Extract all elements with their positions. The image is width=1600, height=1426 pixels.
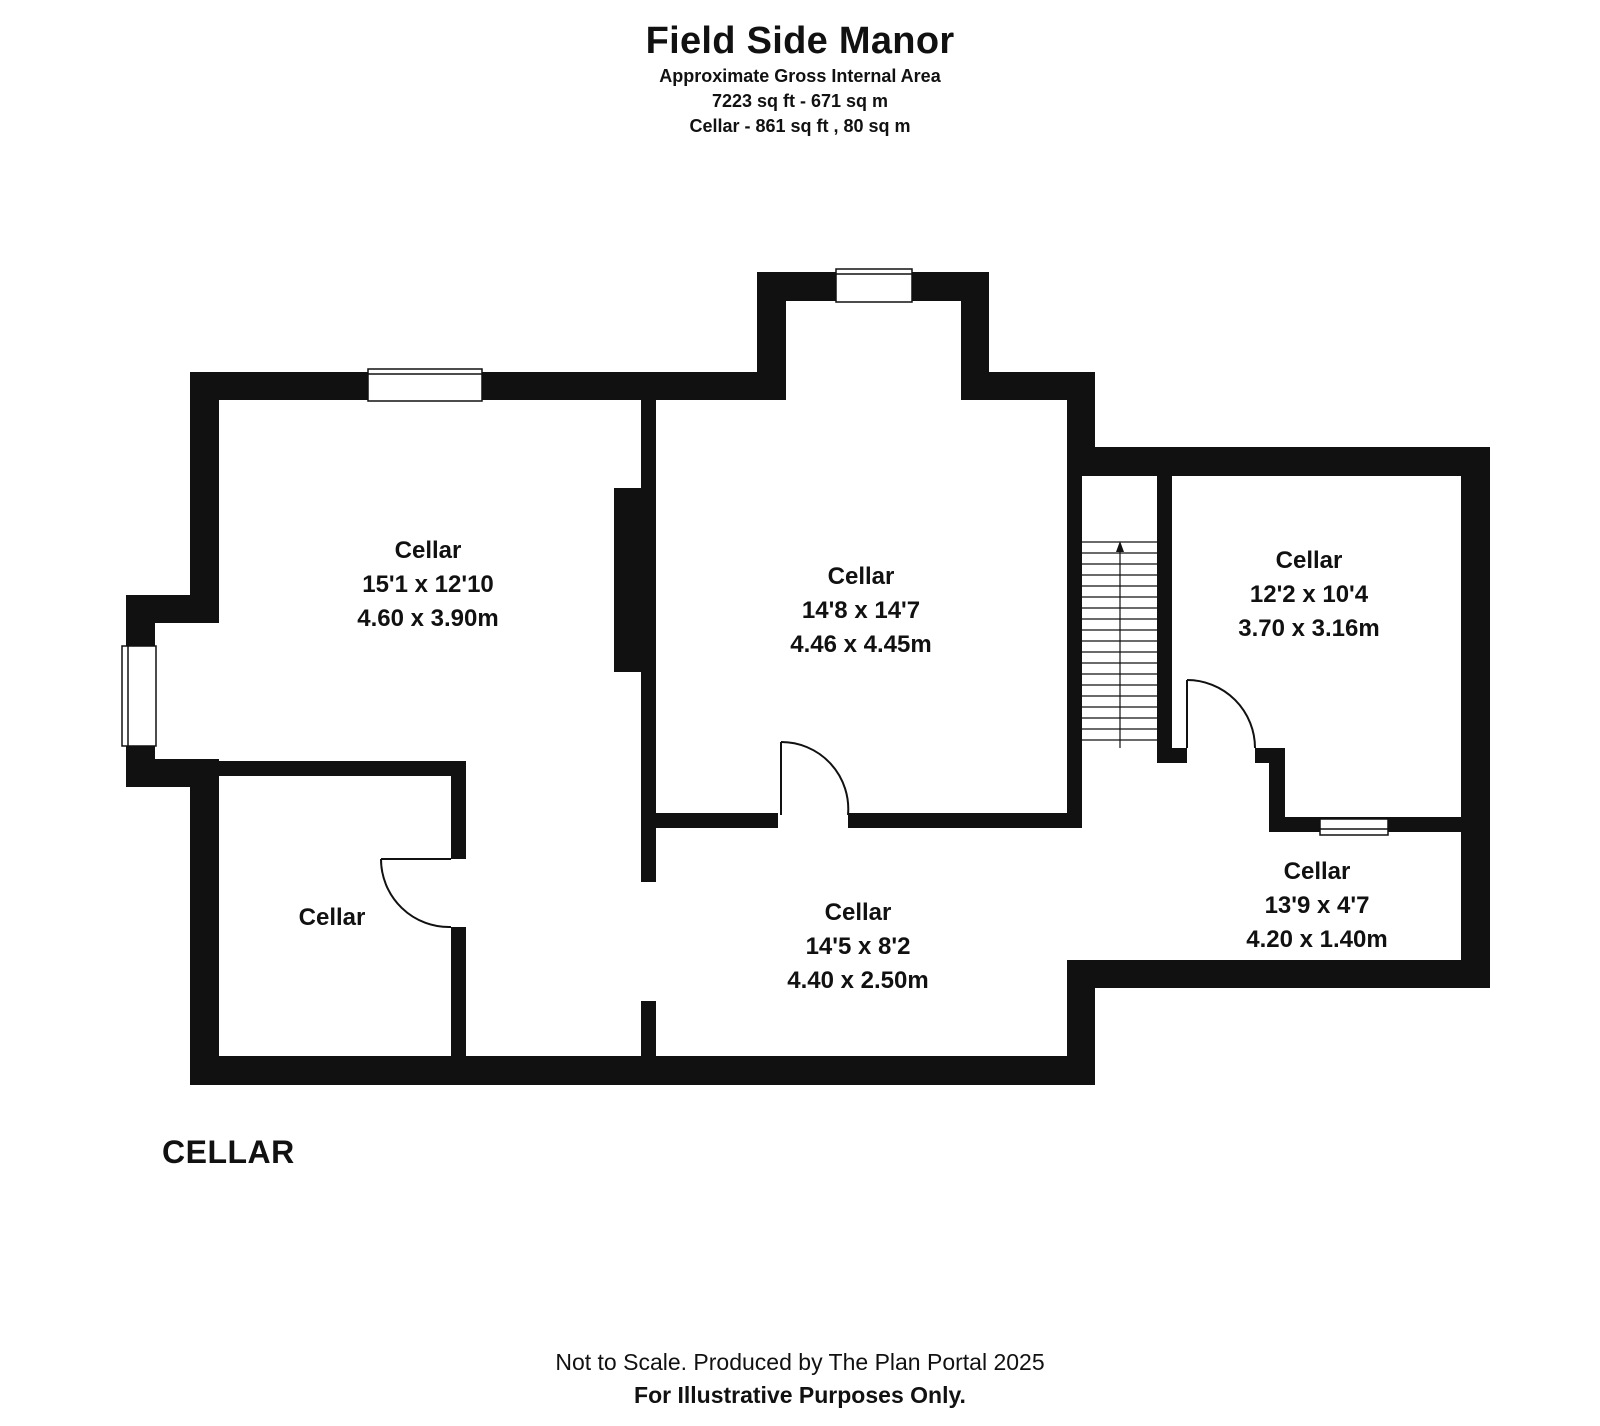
total-area: 7223 sq ft - 671 sq m [711,91,889,111]
footer-credit: Not to Scale. Produced by The Plan Porta… [555,1349,1045,1375]
room-name: Cellar [825,899,892,926]
window-north-centre [835,268,913,303]
room-size-metric: 4.20 x 1.40m [1246,926,1387,953]
cellar-area: Cellar - 861 sq ft , 80 sq m [689,116,911,136]
door-east-cellar [1186,679,1256,749]
room-cellar-centre: Cellar 14'8 x 14'7 4.46 x 4.45m [790,563,931,658]
door-centre-cellar [780,740,850,816]
staircase [1082,541,1157,748]
stair-arrow-icon [1116,541,1124,552]
room-cellar-east: Cellar 12'2 x 10'4 3.70 x 3.16m [1238,547,1379,642]
outer-walls [126,272,1490,1085]
window-inner-east [1319,818,1389,836]
plan-header: Field Side Manor Approximate Gross Inter… [0,18,1600,139]
room-size-imperial: 15'1 x 12'10 [362,571,494,598]
floor-label: CELLAR [162,1134,295,1170]
room-size-imperial: 14'5 x 8'2 [806,933,911,960]
room-name: Cellar [1284,858,1351,885]
area-heading: Approximate Gross Internal Area [659,66,941,86]
room-size-imperial: 14'8 x 14'7 [802,597,920,624]
footer-disclaimer: For Illustrative Purposes Only. [634,1382,966,1408]
property-title: Field Side Manor [645,20,955,62]
room-size-metric: 4.46 x 4.45m [790,631,931,658]
room-name: Cellar [395,537,462,564]
window-north-left [367,368,483,402]
room-size-metric: 4.60 x 3.90m [357,605,498,632]
window-west [121,645,157,747]
room-cellar-small: Cellar [299,904,366,931]
room-cellar-southeast: Cellar 13'9 x 4'7 4.20 x 1.40m [1246,858,1387,953]
room-size-imperial: 13'9 x 4'7 [1265,892,1370,919]
room-size-imperial: 12'2 x 10'4 [1250,581,1369,608]
room-name: Cellar [299,904,366,931]
door-small-cellar [380,858,452,929]
room-cellar-south: Cellar 14'5 x 8'2 4.40 x 2.50m [787,899,928,994]
room-size-metric: 4.40 x 2.50m [787,967,928,994]
plan-footer: Not to Scale. Produced by The Plan Porta… [0,1346,1600,1412]
room-name: Cellar [1276,547,1343,574]
room-size-metric: 3.70 x 3.16m [1238,615,1379,642]
room-cellar-west: Cellar 15'1 x 12'10 4.60 x 3.90m [357,537,498,632]
room-name: Cellar [828,563,895,590]
